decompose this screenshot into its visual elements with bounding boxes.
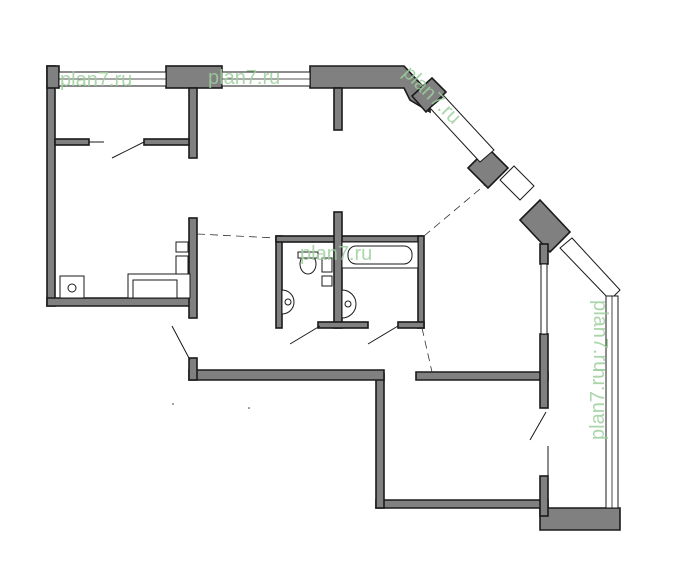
watermark-2: plan7.ru xyxy=(208,67,280,89)
watermark-6: plan7.ru xyxy=(587,368,609,440)
bath-left-wall xyxy=(275,235,283,329)
right-room-top-wall xyxy=(415,371,549,381)
bath-bottom-left xyxy=(317,321,369,329)
watermark-3: plan7.ru xyxy=(300,243,372,265)
top-stub-2 xyxy=(333,87,343,131)
right-partition-upper xyxy=(539,243,549,265)
diagonal-pier-1 xyxy=(410,76,448,114)
kitchen-sink xyxy=(132,279,178,299)
balcony-glazing-diagonal xyxy=(559,237,621,301)
right-room-window xyxy=(540,263,548,335)
window-diagonal-2 xyxy=(499,165,535,201)
bath-door-2 xyxy=(367,325,399,345)
bottom-right-corner xyxy=(539,507,621,531)
bath-door-1 xyxy=(289,325,321,345)
top-pier-1 xyxy=(46,65,60,89)
kitchen-partition-right xyxy=(143,138,190,146)
interior-walls xyxy=(54,87,425,329)
right-partition-lower xyxy=(539,333,549,409)
corridor-bottom-wall xyxy=(188,369,385,381)
bath-top-wall xyxy=(275,235,423,243)
bath-bottom-right xyxy=(397,321,425,329)
fridge xyxy=(175,241,189,253)
windows xyxy=(58,71,621,509)
exterior-walls xyxy=(46,65,621,531)
bottom-wall xyxy=(375,499,549,509)
kitchen-divider xyxy=(188,217,198,319)
kitchen-partition-left xyxy=(54,138,90,146)
corridor-left-stub xyxy=(188,357,198,381)
watermark-5: plan7.ru xyxy=(589,300,611,372)
entry-door xyxy=(171,325,191,361)
left-wall xyxy=(46,65,56,307)
left-bottom-wall xyxy=(46,297,196,307)
bath-right-wall xyxy=(417,235,425,329)
stove xyxy=(175,255,189,275)
doors xyxy=(89,141,549,476)
diagonal-pier-3 xyxy=(518,198,572,254)
kitchen-door xyxy=(111,141,145,159)
bottom-right-stub xyxy=(539,475,549,517)
top-stub-1 xyxy=(188,87,198,159)
bedroom-door xyxy=(529,411,547,441)
center-vertical-wall xyxy=(375,373,385,509)
window-diagonal-1 xyxy=(429,95,495,163)
bath-divider xyxy=(333,211,343,329)
zone-lines xyxy=(196,183,487,373)
bathtub-inner xyxy=(347,245,413,265)
fixtures xyxy=(59,241,419,319)
washer xyxy=(321,257,333,273)
watermark-1: plan7.ru xyxy=(60,69,132,91)
